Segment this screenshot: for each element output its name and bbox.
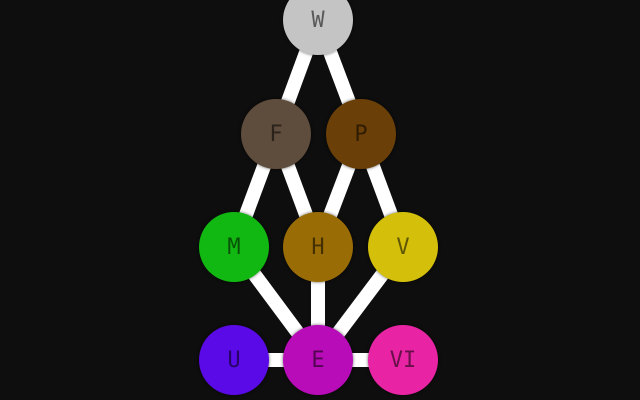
node-e-label: E [311, 347, 325, 373]
node-w: W [283, 0, 353, 55]
node-e: E [283, 325, 353, 395]
node-w-label: W [311, 7, 325, 33]
node-vi: VI [368, 325, 438, 395]
node-f-label: F [269, 121, 283, 147]
node-u-label: U [227, 347, 241, 373]
node-vi-label: VI [389, 347, 417, 373]
node-m: M [199, 212, 269, 282]
node-p-label: P [354, 121, 368, 147]
node-v: V [368, 212, 438, 282]
node-p: P [326, 99, 396, 169]
node-u: U [199, 325, 269, 395]
node-m-label: M [227, 234, 241, 260]
node-h: H [283, 212, 353, 282]
node-v-label: V [396, 234, 410, 260]
node-f: F [241, 99, 311, 169]
node-h-label: H [311, 234, 325, 260]
